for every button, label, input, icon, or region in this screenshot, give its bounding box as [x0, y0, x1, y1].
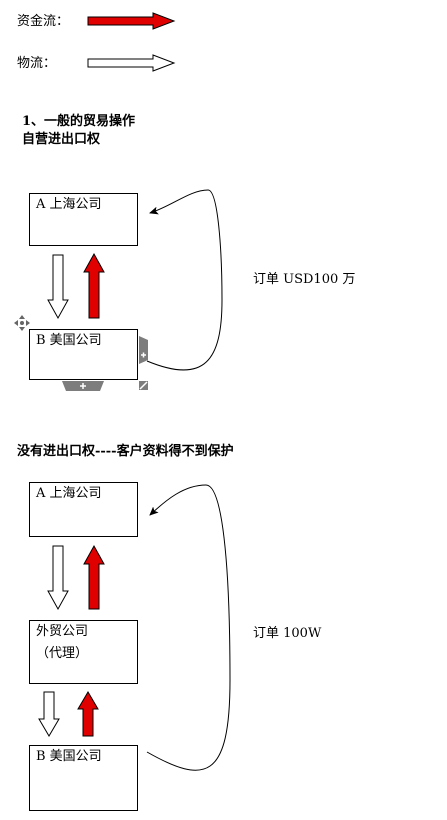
box-shanghai-company-2[interactable]: A 上海公司: [29, 482, 138, 537]
box-us-company-2-label: B 美国公司: [36, 749, 102, 764]
order-note-2: 订单 100W: [253, 626, 322, 641]
box-us-company-1[interactable]: B 美国公司: [29, 329, 138, 380]
legend-money-label: 资金流：: [17, 14, 70, 29]
resize-handle-icon[interactable]: [139, 381, 148, 390]
money-arrow-up-2: [83, 544, 105, 610]
section1-heading-line1: 1、一般的贸易操作: [22, 114, 136, 129]
legend-money-arrow: [87, 12, 176, 30]
box-us-company-2[interactable]: B 美国公司: [29, 745, 138, 811]
order-note-1: 订单 USD100 万: [253, 272, 356, 287]
goods-arrow-down-1: [47, 254, 69, 320]
add-handle-icon[interactable]: [139, 336, 148, 364]
move-handle-icon[interactable]: [14, 315, 30, 331]
box-trade-agent-label: 外贸公司: [36, 624, 89, 639]
section2-heading: 没有进出口权----客户资料得不到保护: [17, 444, 234, 459]
box-shanghai-company-1[interactable]: A 上海公司: [29, 193, 138, 246]
box-us-company-1-label: B 美国公司: [36, 333, 102, 348]
goods-arrow-down-2: [47, 545, 69, 611]
section1-heading-line2: 自营进出口权: [22, 132, 101, 147]
legend-goods-arrow: [87, 54, 176, 72]
box-trade-agent-sublabel: （代理）: [36, 646, 89, 661]
legend-goods-label: 物流：: [17, 56, 57, 71]
order-curve-2: [146, 484, 231, 771]
money-arrow-up-1: [83, 252, 105, 319]
order-curve-1: [146, 189, 223, 371]
box-trade-agent[interactable]: 外贸公司 （代理）: [29, 620, 138, 684]
goods-arrow-down-3: [38, 691, 60, 737]
money-arrow-up-3: [77, 691, 99, 737]
box-shanghai-company-1-label: A 上海公司: [36, 197, 102, 212]
add-handle-icon[interactable]: [62, 381, 104, 391]
box-shanghai-company-2-label: A 上海公司: [36, 486, 102, 501]
